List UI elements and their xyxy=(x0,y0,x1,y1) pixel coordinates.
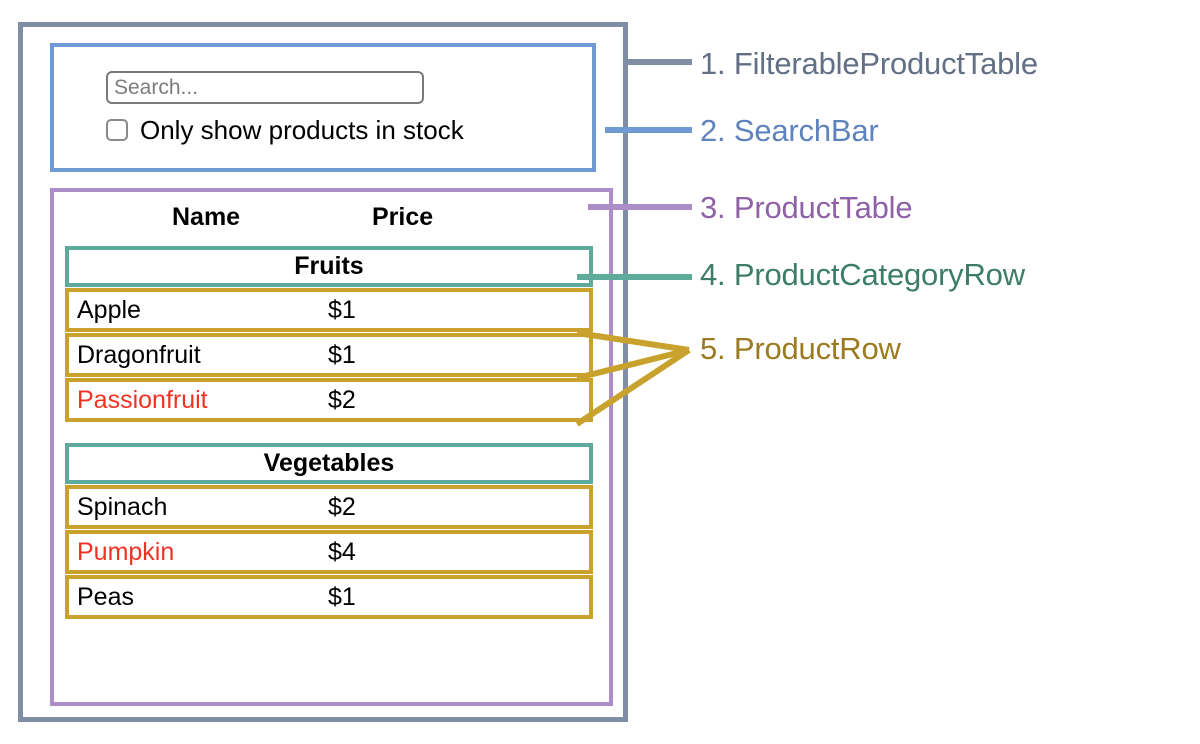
product-price-cell: $4 xyxy=(328,537,356,566)
product-price-cell: $1 xyxy=(328,295,356,324)
search-bar: Only show products in stock xyxy=(50,43,596,172)
product-name-cell: Dragonfruit xyxy=(77,340,201,369)
product-category-row: Fruits xyxy=(65,246,593,287)
product-category-label: Fruits xyxy=(294,252,364,280)
product-row: Peas $1 xyxy=(65,575,593,619)
product-name-cell: Apple xyxy=(77,295,141,324)
only-in-stock-label: Only show products in stock xyxy=(140,115,464,145)
only-in-stock-checkbox[interactable] xyxy=(106,119,128,141)
product-name-cell: Peas xyxy=(77,582,134,611)
product-row: Passionfruit $2 xyxy=(65,378,593,422)
product-row: Apple $1 xyxy=(65,288,593,332)
product-name-cell: Spinach xyxy=(77,492,168,521)
annotation-label-search-bar: 2. SearchBar xyxy=(700,113,879,148)
annotation-label-product-row: 5. ProductRow xyxy=(700,331,901,366)
product-row: Spinach $2 xyxy=(65,485,593,529)
stock-filter-row[interactable]: Only show products in stock xyxy=(106,117,464,143)
product-row: Dragonfruit $1 xyxy=(65,333,593,377)
annotation-label-product-category-row: 4. ProductCategoryRow xyxy=(700,257,1025,292)
product-name-cell: Pumpkin xyxy=(77,537,175,566)
column-header-name: Name xyxy=(172,203,241,231)
product-category-label: Vegetables xyxy=(263,449,395,477)
product-category-row: Vegetables xyxy=(65,443,593,484)
product-name-cell: Passionfruit xyxy=(77,385,208,414)
product-price-cell: $2 xyxy=(328,492,356,521)
product-price-cell: $2 xyxy=(328,385,356,414)
annotation-label-filterable-product-table: 1. FilterableProductTable xyxy=(700,46,1038,81)
search-input[interactable] xyxy=(106,71,424,104)
product-row: Pumpkin $4 xyxy=(65,530,593,574)
filterable-product-table: Only show products in stock Name Price F… xyxy=(18,22,628,722)
column-header-price: Price xyxy=(372,203,434,231)
product-table-header: Name Price xyxy=(54,192,609,246)
product-price-cell: $1 xyxy=(328,582,356,611)
product-price-cell: $1 xyxy=(328,340,356,369)
group-spacer xyxy=(65,423,593,443)
annotation-label-product-table: 3. ProductTable xyxy=(700,190,913,225)
